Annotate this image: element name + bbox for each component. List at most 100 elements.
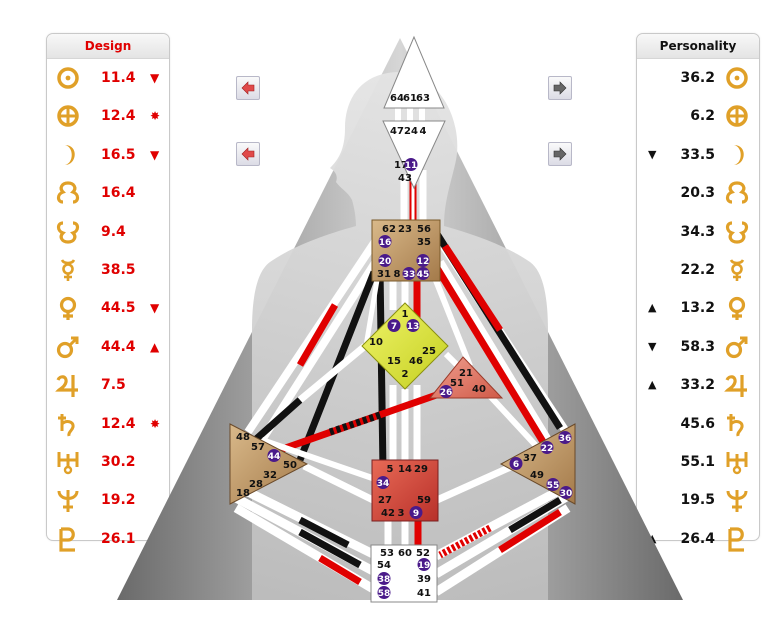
planet-row-neptune: 19.2 [47,483,169,517]
planet-mark: ▼ [150,301,160,316]
north-node-icon [56,181,80,204]
gate-number: 30 [560,489,573,499]
channel-12-22 [436,259,552,443]
gate-number: 57 [251,442,265,453]
channel-59-6 [435,461,517,504]
planet-value: 26.4 [680,530,715,547]
gate-number: 25 [422,346,436,357]
channel-19-49-red [438,524,492,559]
arrow-right-gray-icon [553,147,567,161]
planet-value: 6.2 [690,108,715,125]
ajna-center [382,120,446,190]
planet-row-jupiter: 33.2 ▲ [637,368,759,402]
channel-21-45 [432,276,473,368]
planet-value: 33.5 [680,146,715,163]
gate-number: 10 [369,337,383,348]
gate-number: 37 [523,453,537,464]
activated-gate-marker [404,158,418,171]
planet-row-mercury: 22.2 [637,253,759,287]
planet-mark: ▼ [648,147,657,161]
planet-row-venus: 44.5▼ [47,291,169,325]
planet-value: 58.3 [680,338,715,355]
planet-row-mercury: 38.5 [47,253,169,287]
planet-value: 12.4 [101,108,136,125]
sun-icon [57,67,79,89]
gate-number: 13 [407,322,420,332]
gate-number: 60 [398,548,412,559]
channel-16-48 [244,237,380,435]
gate-number: 38 [378,575,391,585]
activated-gate-marker [509,457,523,470]
gate-number: 5 [387,464,394,475]
activated-gate-marker [439,385,453,398]
prev-design-button[interactable] [236,76,260,100]
jupiter-icon [55,375,78,398]
activated-gate-marker [406,319,420,332]
gate-number: 14 [398,464,412,475]
activated-gate-marker [387,319,401,332]
channel-20-34 [376,269,387,471]
planet-value: 38.5 [101,262,136,278]
gate-number: 63 [416,93,430,104]
gate-number: 27 [378,495,392,506]
planet-mark: ▲ [648,378,657,392]
next-personality-step-button[interactable] [548,142,572,166]
gate-number: 16 [379,238,392,248]
saturn-icon [58,413,75,436]
earth-icon [726,105,748,128]
activated-gate-marker [402,267,416,280]
gate-number: 33 [403,270,416,280]
gate-number: 23 [398,224,412,235]
gate-number: 19 [418,561,431,571]
channel-10-57-black [252,397,303,443]
gate-number: 21 [459,368,473,379]
planet-row-earth: 6.2 [637,99,759,133]
design-panel-title: Design [47,34,169,59]
planet-value: 26.1 [101,530,136,547]
planet-row-saturn: 45.6 [637,407,759,441]
gate-number: 40 [472,384,486,395]
south-node-icon [56,220,80,244]
pluto-icon [59,527,75,552]
planet-value: 20.3 [680,185,715,202]
gate-number: 44 [268,452,281,462]
gate-number: 43 [398,173,412,184]
arrow-left-red-icon [241,147,255,161]
planet-row-pluto: 26.4 ▲ [637,522,759,556]
mercury-icon [60,259,76,281]
planet-mark: ▼ [648,339,657,353]
planet-value: 22.2 [680,262,715,278]
planet-value: 44.4 [101,338,136,355]
mars-icon [725,336,748,358]
gate-number: 48 [236,432,250,443]
planet-mark: ▲ [648,531,657,545]
planet-row-earth: 12.4✸ [47,99,169,133]
planet-value: 33.2 [680,377,715,394]
gate-number: 53 [380,548,394,559]
gate-number: 61 [403,93,417,104]
channel-35-36-red [442,244,503,332]
mercury-icon [729,259,745,281]
planet-mark: ▲ [648,301,657,315]
gate-number: 42 [381,508,395,519]
gate-number: 50 [283,460,297,471]
uranus-icon [57,452,79,475]
head-center [383,35,445,109]
channel-28-38-black [298,528,362,569]
planet-value: 13.2 [680,300,715,317]
prev-design-step-button[interactable] [236,142,260,166]
gate-number: 56 [417,224,431,235]
planet-mark: ▼ [150,147,160,162]
planet-value: 55.1 [680,454,715,470]
gate-number: 11 [405,161,418,171]
next-personality-button[interactable] [548,76,572,100]
activated-gate-marker [558,431,572,444]
planet-row-moon: 16.5▼ [47,138,169,172]
gate-number: 45 [417,270,430,280]
activated-gate-marker [546,478,560,491]
g-center [361,302,449,390]
gate-number: 2 [402,369,409,380]
